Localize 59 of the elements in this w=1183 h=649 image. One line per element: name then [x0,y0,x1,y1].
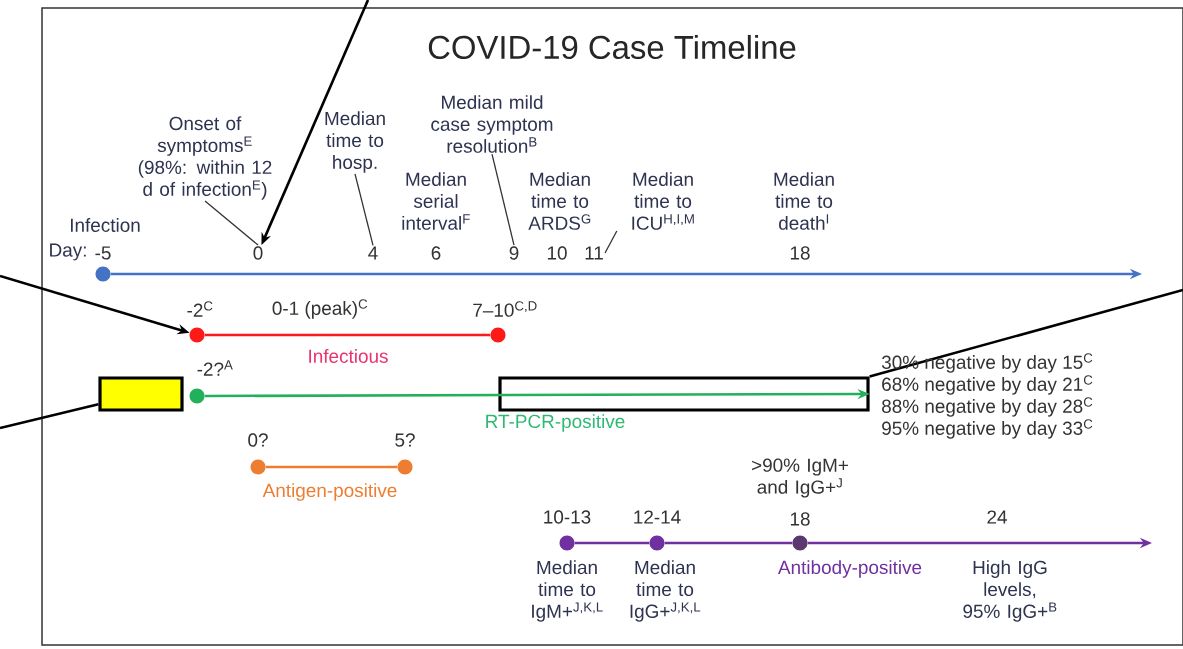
day-number: 11 [585,246,603,260]
day-number: 0? [248,433,268,447]
note-text: 88% negative by day 28$^{C}$ [882,397,1093,417]
note-text: 30% negative by day 15$^{C}$ [881,353,1093,373]
timeline-dot [95,266,111,282]
day-number: 18 [790,512,810,526]
annotation-text: Median time to ICU$^{H,I,M}$ [632,172,694,230]
highlight-box [498,376,870,412]
day-number: -5 [95,246,111,260]
title: COVID-19 Case Timeline [428,34,796,60]
timeline-bar [204,333,491,337]
day-number: 6 [431,246,441,260]
timeline-dot [250,459,266,475]
day-number: -2$^{C}$ [187,301,213,317]
day-number: 0 [253,246,263,260]
note-text: 95% negative by day 33$^{C}$ [882,419,1093,439]
note-text: >90% IgM+ and IgG+$^{J}$ [752,458,848,498]
event-label: Median time to death$^{I}$ [774,172,834,230]
timeline-dot [649,535,665,551]
note-text: 68% negative by day 21$^{C}$ [882,375,1093,395]
timeline-dot [792,535,808,551]
day-number: 7–10$^{C,D}$ [473,301,537,317]
day-number: 9 [509,246,519,260]
event-label: Median time to ARDS$^{G}$ [528,172,591,230]
day-number: 0-1 (peak)$^{C}$ [272,299,368,319]
event-label: Median time to IgM+$^{J,K,L}$ [532,560,603,622]
phase-label: Antigen-positive [262,483,397,501]
leader-line [204,200,259,246]
timeline-dot [189,327,205,343]
annotation-text: Onset of symptoms$^{E}$ (98%: within 12 d of infection$^{E}$) [138,116,272,200]
axis-label: Day: [50,243,86,261]
leader-line [491,153,515,246]
timeline-dot [559,535,575,551]
day-number: 4 [368,246,378,260]
timeline-bar [265,465,398,469]
leader-line [354,173,374,246]
phase-label: RT-PCR-positive [486,414,625,432]
leader-line [604,230,618,254]
annotation-text: Median time to hosp. [325,111,385,173]
event-label: High IgG levels, 95% IgG+$^{B}$ [963,560,1057,622]
timeline-dot [397,459,413,475]
timeline-bar [574,541,650,545]
day-number: 10-13 [544,510,591,524]
highlight-box [98,376,184,412]
annotation-text: Median mild case symptom resolution$^{B}$ [431,95,553,153]
event-label: Median time to IgG+$^{J,K,L}$ [630,560,701,622]
day-number: 18 [790,246,810,260]
phase-label: Infectious [309,349,388,363]
day-number: 24 [987,510,1007,524]
day-number: 10 [547,246,567,260]
day-number: -2?$^{A}$ [197,360,233,376]
day-number: 12-14 [634,510,681,524]
timeline-dot [189,388,205,404]
event-label: Infection [71,218,140,232]
timeline-dot [490,327,506,343]
event-label: Median serial interval$^{F}$ [402,172,470,230]
phase-label: Antibody-positive [777,560,922,578]
timeline-bar [664,541,793,545]
day-number: 5? [395,433,415,447]
